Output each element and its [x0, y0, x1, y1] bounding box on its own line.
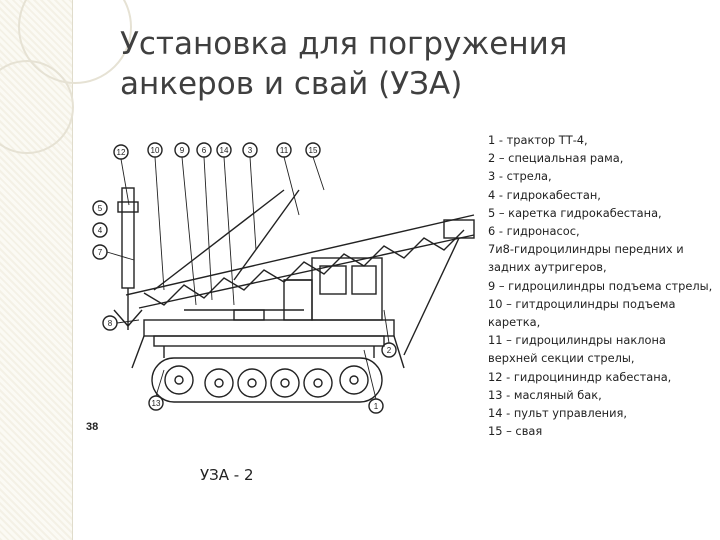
- callout-label: 3: [248, 146, 253, 155]
- callout-label: 14: [220, 146, 229, 155]
- title-line: Установка для погружения: [120, 26, 568, 62]
- legend-item: 5 – каретка гидрокабестана,: [488, 205, 662, 220]
- legend-item: каретка,: [488, 315, 541, 330]
- callout-label: 6: [202, 146, 207, 155]
- legend-item: 7и8-гидроцилиндры передних и: [488, 242, 684, 257]
- page-number: 38: [86, 421, 98, 433]
- legend-item: 6 - гидронасос,: [488, 224, 580, 239]
- slide-title: Установка для погружения анкеров и свай …: [120, 24, 567, 104]
- legend-item: 1 - трактор ТТ-4,: [488, 133, 588, 147]
- callout-label: 12: [117, 148, 126, 157]
- legend-item: верхней секции стрелы,: [488, 351, 635, 366]
- legend-list: 1 - трактор ТТ-4, 2 – специальная рама, …: [488, 131, 718, 440]
- legend-item: 14 - пульт управления,: [488, 406, 628, 421]
- legend-item: 3 - стрела,: [488, 169, 552, 184]
- legend-item: задних аутригеров,: [488, 260, 607, 275]
- decorative-divider: [72, 0, 73, 540]
- callout-label: 4: [98, 226, 103, 235]
- legend-item: 9 – гидроцилиндры подъема стрелы,: [488, 278, 713, 293]
- callout-circles: [92, 142, 397, 414]
- legend-item: 12 - гидроцининдр кабестана,: [488, 369, 672, 384]
- callout-label: 1: [374, 402, 379, 411]
- callout-label: 2: [387, 346, 392, 355]
- callout-label: 11: [280, 146, 289, 155]
- legend-item: 10 – гитдроцилиндры подъема: [488, 296, 676, 311]
- legend-item: 11 – гидроцилиндры наклона: [488, 333, 666, 348]
- callout-label: 9: [180, 146, 185, 155]
- legend-item: 4 - гидрокабестан,: [488, 187, 601, 202]
- callout-label: 10: [151, 146, 160, 155]
- figure-caption: УЗА - 2: [200, 466, 254, 484]
- title-line: анкеров и свай (УЗА): [120, 66, 463, 102]
- callout-label: 8: [108, 319, 113, 328]
- callout-label: 13: [152, 399, 161, 408]
- callout-label: 5: [98, 204, 103, 213]
- machine-drawing: 12 10 9 6 14 3 11 15 5 4 7 8 13 1 2 38: [86, 142, 475, 433]
- callout-label: 15: [309, 146, 318, 155]
- legend-item: 15 – свая: [488, 424, 543, 439]
- callout-label: 7: [98, 248, 103, 257]
- legend-item: 2 – специальная рама,: [488, 151, 624, 166]
- legend-item: 13 - масляный бак,: [488, 387, 602, 402]
